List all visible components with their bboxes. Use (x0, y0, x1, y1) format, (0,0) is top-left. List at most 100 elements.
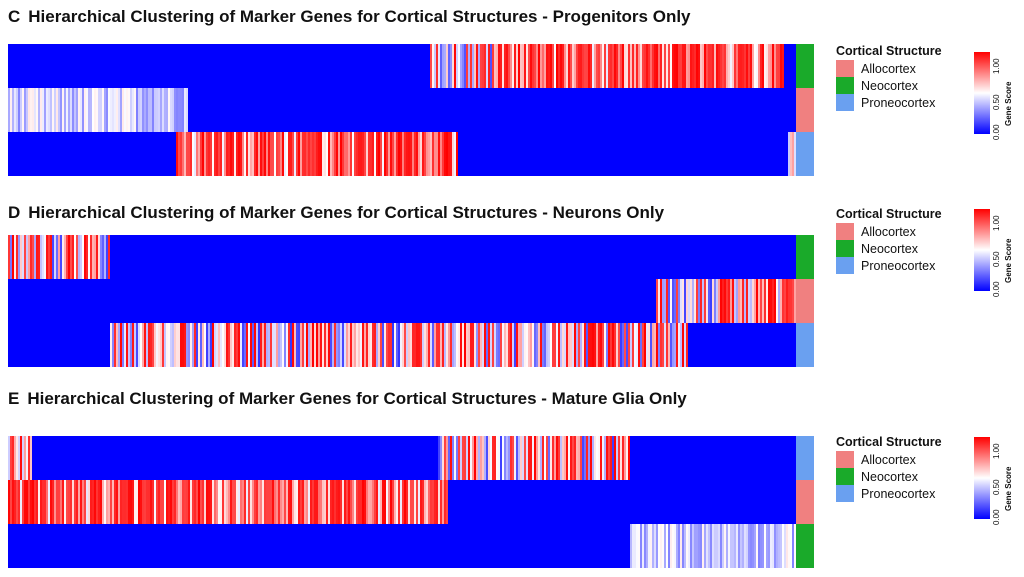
heatmap-cell (384, 279, 387, 323)
heatmap-cell (778, 279, 781, 323)
heatmap-cell (380, 44, 383, 88)
heatmap-cell (188, 524, 191, 568)
heatmap-cell (412, 235, 415, 279)
heatmap-cell (20, 44, 23, 88)
heatmap-cell (426, 279, 429, 323)
heatmap-cell (672, 132, 675, 176)
heatmap-cell (346, 88, 349, 132)
heatmap-cell (124, 480, 127, 524)
heatmap-cell (190, 132, 193, 176)
heatmap-cell (300, 44, 303, 88)
heatmap-cell (398, 480, 401, 524)
heatmap-cell (528, 524, 531, 568)
heatmap-cell (470, 132, 473, 176)
heatmap-cell (382, 279, 385, 323)
heatmap-cell (478, 279, 481, 323)
heatmap-cell (710, 235, 713, 279)
heatmap-cell (212, 524, 215, 568)
heatmap-cell (708, 235, 711, 279)
heatmap-cell (752, 88, 755, 132)
heatmap-cell (552, 480, 555, 524)
heatmap-cell (108, 436, 111, 480)
heatmap-cell (22, 235, 25, 279)
heatmap-cell (528, 323, 531, 367)
heatmap-cell (548, 88, 551, 132)
heatmap-cell (620, 88, 623, 132)
heatmap-cell (286, 88, 289, 132)
heatmap-cell (616, 436, 619, 480)
heatmap-cell (642, 524, 645, 568)
heatmap-cell (508, 88, 511, 132)
heatmap-cell (770, 323, 773, 367)
heatmap-cell (344, 524, 347, 568)
heatmap-cell (156, 480, 159, 524)
heatmap-cell (48, 88, 51, 132)
heatmap-cell (700, 480, 703, 524)
heatmap-cell (502, 524, 505, 568)
heatmap-cell (252, 436, 255, 480)
heatmap-cell (268, 436, 271, 480)
heatmap-cell (464, 436, 467, 480)
heatmap-cell (136, 524, 139, 568)
heatmap-cell (510, 132, 513, 176)
heatmap-cell (444, 88, 447, 132)
heatmap-cell (556, 44, 559, 88)
heatmap-cell (524, 88, 527, 132)
heatmap-cell (558, 235, 561, 279)
heatmap-cell (502, 88, 505, 132)
heatmap-cell (400, 132, 403, 176)
heatmap-cell (164, 279, 167, 323)
heatmap-cell (594, 44, 597, 88)
heatmap-cell (484, 524, 487, 568)
heatmap-cell (200, 480, 203, 524)
heatmap-cell (368, 524, 371, 568)
heatmap-cell (754, 279, 757, 323)
heatmap-cell (222, 132, 225, 176)
heatmap-cell (496, 88, 499, 132)
heatmap-cell (332, 323, 335, 367)
heatmap-cell (96, 88, 99, 132)
heatmap-cell (478, 132, 481, 176)
heatmap-cell (702, 436, 705, 480)
heatmap-cell (342, 44, 345, 88)
heatmap-cell (678, 88, 681, 132)
heatmap-cell (682, 436, 685, 480)
heatmap-cell (516, 88, 519, 132)
heatmap-cell (320, 44, 323, 88)
heatmap-cell (372, 279, 375, 323)
heatmap-cell (396, 88, 399, 132)
heatmap-cell (46, 480, 49, 524)
heatmap-cell (440, 132, 443, 176)
heatmap-cell (724, 524, 727, 568)
heatmap-cell (680, 88, 683, 132)
heatmap-cell (72, 88, 75, 132)
heatmap-cell (234, 235, 237, 279)
heatmap-cell (430, 279, 433, 323)
heatmap-cell (264, 44, 267, 88)
heatmap-cell (616, 279, 619, 323)
heatmap-cell (780, 323, 783, 367)
heatmap-cell (494, 436, 497, 480)
heatmap-cell (290, 132, 293, 176)
heatmap-cell (34, 88, 37, 132)
heatmap-cell (678, 524, 681, 568)
heatmap-cell (558, 436, 561, 480)
heatmap-cell (318, 524, 321, 568)
heatmap-cell (88, 132, 91, 176)
heatmap-cell (172, 524, 175, 568)
heatmap-cell (294, 88, 297, 132)
heatmap-cell (676, 436, 679, 480)
heatmap-cell (666, 132, 669, 176)
heatmap-cell (60, 279, 63, 323)
heatmap-cell (14, 88, 17, 132)
heatmap-cell (774, 279, 777, 323)
panel-title-text: Hierarchical Clustering of Marker Genes … (27, 389, 687, 408)
heatmap-cell (26, 323, 29, 367)
heatmap-cell (742, 132, 745, 176)
heatmap-cell (320, 279, 323, 323)
heatmap-cell (248, 524, 251, 568)
heatmap-cell (768, 436, 771, 480)
heatmap-cell (456, 132, 459, 176)
heatmap-cell (642, 88, 645, 132)
heatmap-cell (746, 88, 749, 132)
